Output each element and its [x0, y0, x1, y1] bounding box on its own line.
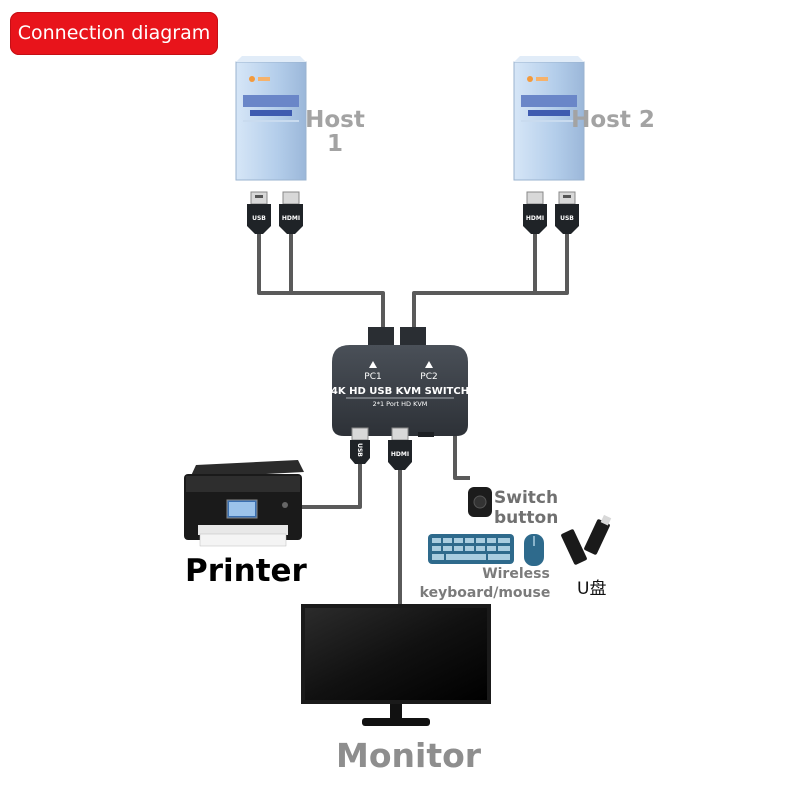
kvm-switch: PC1 PC2 4K HD USB KVM SWITCH 2*1 Port HD…	[331, 327, 469, 437]
monitor-hdmi-plug: HDMI	[388, 427, 412, 470]
usb-drive-label: U盘	[577, 579, 607, 599]
switch-button-label-line1: Switch	[494, 488, 559, 508]
monitor-label: Monitor	[336, 736, 482, 775]
switch-button-label-line2: button	[494, 508, 559, 528]
host1-computer-icon	[235, 56, 307, 181]
hdmi-label: HDMI	[282, 215, 300, 222]
host1-label: Host 1	[300, 108, 370, 156]
mouse-icon	[524, 534, 544, 566]
host1-label-line2: 1	[326, 131, 343, 157]
keyboard-mouse-label-line1: Wireless	[482, 566, 550, 582]
host2-label: Host 2	[571, 107, 655, 133]
host2-usb-plug: USB	[555, 191, 579, 234]
switch-subtitle: 2*1 Port HD KVM	[373, 400, 428, 408]
usb-drive-icon	[561, 514, 612, 565]
switch-button-label: Switch button	[494, 488, 558, 528]
keyboard-mouse-label: Wireless keyboard/mouse	[410, 565, 560, 603]
host1-hdmi-plug: HDMI	[279, 191, 303, 234]
printer-usb-plug: USB	[350, 427, 370, 464]
switch-button-icon	[468, 487, 492, 517]
hdmi-label: HDMI	[526, 215, 544, 222]
keyboard-icon	[428, 534, 514, 564]
pc2-port-label: PC2	[420, 372, 437, 382]
title-badge: Connection diagram	[10, 12, 218, 55]
switch-name: 4K HD USB KVM SWITCH	[331, 386, 469, 397]
cables	[257, 232, 569, 605]
printer-icon	[184, 460, 304, 547]
monitor-icon	[301, 604, 491, 726]
usb-label: USB	[560, 215, 574, 222]
host2-usb-cable	[412, 232, 569, 330]
printer-usb-cable	[300, 462, 362, 509]
pc1-port-label: PC1	[364, 372, 381, 382]
printer-label: Printer	[185, 553, 307, 589]
host1-usb-plug: USB	[247, 191, 271, 234]
usb-label: USB	[252, 215, 266, 222]
switch-button-cable	[453, 432, 470, 480]
hdmi-label: HDMI	[391, 451, 409, 458]
usb-label: USB	[356, 443, 363, 457]
host1-usb-cable	[257, 232, 385, 330]
host1-label-line1: Host	[305, 107, 365, 133]
keyboard-mouse-label-line2: keyboard/mouse	[419, 585, 551, 601]
host2-hdmi-plug: HDMI	[523, 191, 547, 234]
host2-computer-icon	[513, 56, 585, 181]
